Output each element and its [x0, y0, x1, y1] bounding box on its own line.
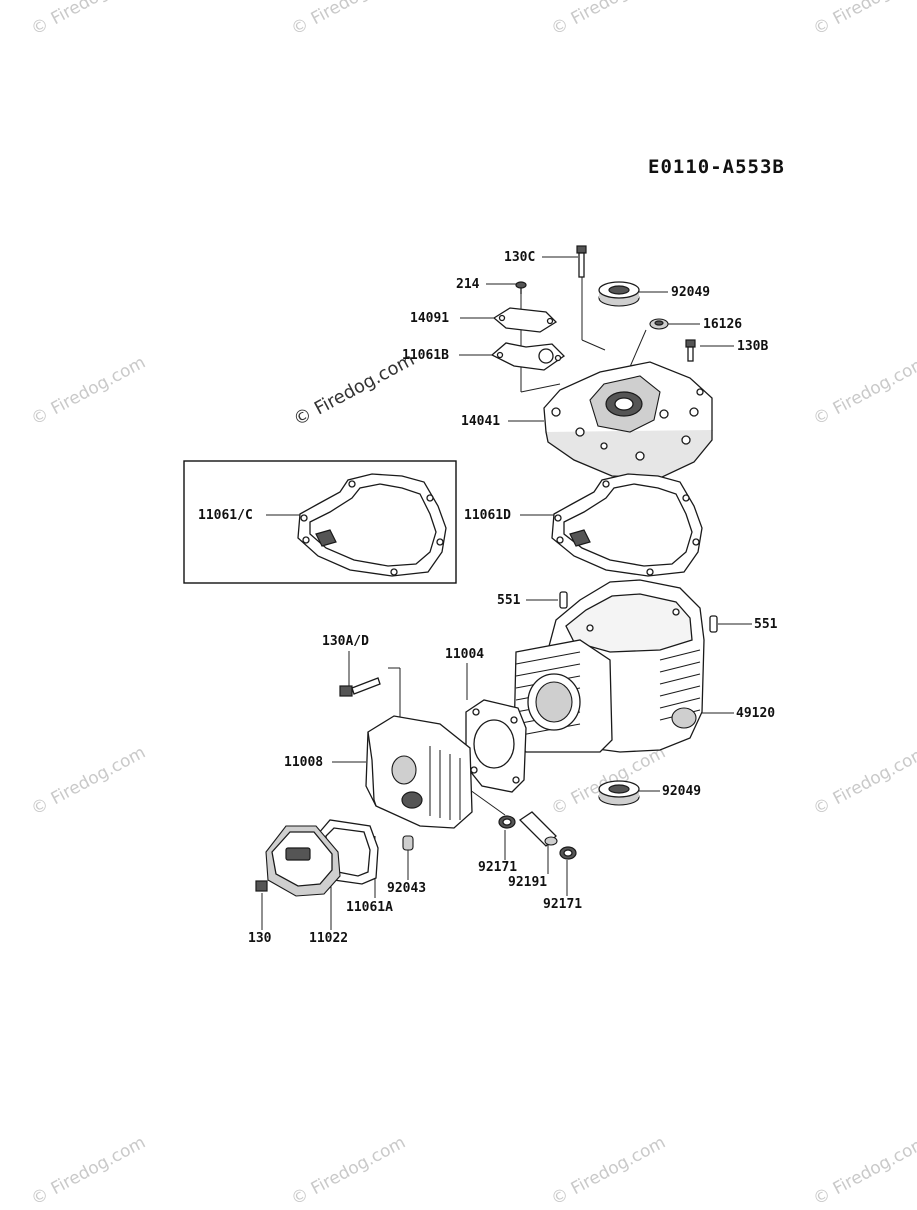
callout-130: 130	[248, 931, 272, 946]
callout-14041: 14041	[461, 414, 501, 429]
head-cover-11022	[265, 825, 341, 897]
screw-214	[515, 281, 527, 294]
clamp-92171-right	[559, 846, 577, 860]
gasket-11061c	[297, 473, 447, 577]
callout-92171-right: 92171	[543, 897, 583, 912]
gasket-11061d	[551, 473, 703, 577]
dowel-92043	[402, 835, 414, 851]
callout-11004: 11004	[445, 647, 485, 662]
oil-seal-92049-bottom	[598, 780, 640, 806]
callout-11061b: 11061B	[402, 348, 449, 363]
head-gasket-11004	[465, 699, 527, 793]
callout-11061a: 11061A	[346, 900, 393, 915]
callout-551-left: 551	[497, 593, 521, 608]
callout-11008: 11008	[284, 755, 324, 770]
cylinder-head-11008	[365, 715, 473, 829]
bolt-130c	[576, 245, 587, 278]
callout-92171-left: 92171	[478, 860, 518, 875]
clamp-92171-left	[498, 815, 516, 829]
diagram-code: E0110-A553B	[648, 156, 785, 178]
callout-130ad: 130A/D	[322, 634, 369, 649]
callout-11061c: 11061/C	[198, 508, 253, 523]
bolt-130ad	[339, 677, 381, 697]
callout-11022: 11022	[309, 931, 349, 946]
callout-130c: 130C	[504, 250, 536, 265]
callout-92049-top: 92049	[671, 285, 711, 300]
plug-16126	[649, 318, 669, 330]
cylinder-block	[513, 639, 613, 753]
callout-14091: 14091	[410, 311, 450, 326]
pin-551-right	[709, 615, 718, 633]
callout-92191: 92191	[508, 875, 548, 890]
inset-box	[183, 460, 457, 584]
crankcase-cover-14041	[543, 361, 713, 479]
callout-16126: 16126	[703, 317, 743, 332]
bolt-130b	[685, 339, 696, 362]
callout-551-right: 551	[754, 617, 778, 632]
callout-214: 214	[456, 277, 480, 292]
callout-92043: 92043	[387, 881, 427, 896]
hose-92191	[518, 811, 558, 847]
gasket-11061b	[490, 342, 566, 371]
callout-49120: 49120	[736, 706, 776, 721]
callout-92049-bottom: 92049	[662, 784, 702, 799]
pin-551-left	[559, 591, 568, 609]
bolt-130	[255, 880, 268, 892]
oil-seal-92049-top	[598, 281, 640, 307]
callout-11061d: 11061D	[464, 508, 511, 523]
plate-14091	[492, 307, 558, 333]
callout-130b: 130B	[737, 339, 769, 354]
